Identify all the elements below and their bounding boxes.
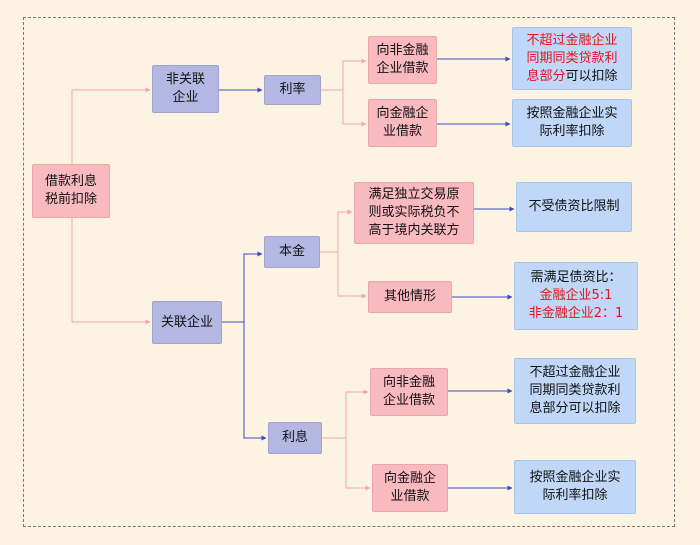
root-node: 借款利息 税前扣除: [32, 164, 110, 218]
nr-fin-result-line1: 按照金融企业实: [526, 106, 618, 121]
other-result-line2: 金融企业5:1: [539, 288, 613, 303]
int-fin-result-line2: 际利率扣除: [542, 488, 608, 503]
diagram-frame: [23, 17, 675, 527]
int-nonfin-result-line1: 不超过金融企业: [529, 365, 621, 380]
interest-node: 利息: [268, 422, 322, 454]
interest-financial-node: 向金融企 业借款: [372, 464, 448, 512]
nonrelated-node: 非关联 企业: [152, 65, 219, 113]
nonrelated-line2: 企业: [172, 90, 199, 105]
nr-nonfin-result-line1: 不超过金融企业: [526, 32, 618, 48]
arm-line3: 高于境内关联方: [368, 223, 460, 238]
nonrelated-line1: 非关联: [165, 72, 205, 87]
edge-root-related: [71, 218, 151, 325]
nr-fin-line1: 向金融企: [376, 106, 429, 121]
arm-line2: 则或实际税负不: [368, 205, 460, 220]
edge-root-nonrelated: [71, 87, 151, 164]
other-result-line1: 需满足债资比：: [530, 270, 622, 285]
arm-length-node: 满足独立交易原 则或实际税负不 高于境内关联方: [354, 182, 474, 244]
interest-nonfinancial-result: 不超过金融企业 同期同类贷款利 息部分可以扣除: [514, 358, 636, 424]
nr-nonfin-result-line3-red: 息部分: [526, 68, 566, 84]
int-nonfin-line2: 企业借款: [382, 393, 435, 408]
nr-nonfin-result-line3-normal: 可以扣除: [565, 68, 618, 84]
int-nonfin-result-line2: 同期同类贷款利: [529, 383, 621, 398]
principal-label: 本金: [278, 244, 305, 259]
nr-nonfin-result-line3: 息部分可以扣除: [526, 68, 617, 86]
int-nonfin-line1: 向非金融: [382, 375, 435, 390]
related-label: 关联企业: [160, 314, 213, 330]
arm-length-result: 不受债资比限制: [516, 182, 632, 232]
arm-line1: 满足独立交易原: [368, 187, 460, 202]
other-cases-node: 其他情形: [368, 281, 452, 313]
edge-interest-fin: [345, 438, 371, 491]
edge-related-principal: [243, 251, 263, 322]
int-fin-result-line1: 按照金融企业实: [529, 470, 621, 485]
interest-financial-result: 按照金融企业实 际利率扣除: [514, 460, 636, 514]
nonrelated-financial-result: 按照金融企业实 际利率扣除: [512, 99, 632, 147]
nonrelated-nonfinancial-result: 不超过金融企业 同期同类贷款利 息部分可以扣除: [512, 27, 632, 90]
rate-label: 利率: [279, 82, 306, 97]
nr-fin-result-line2: 际利率扣除: [539, 124, 605, 139]
nr-nonfin-line2: 企业借款: [376, 61, 429, 76]
nr-fin-line2: 业借款: [382, 124, 422, 139]
related-node: 关联企业: [152, 301, 222, 344]
rate-node: 利率: [264, 75, 321, 105]
int-nonfin-result-line3: 息部分可以扣除: [529, 401, 621, 416]
interest-nonfinancial-node: 向非金融 企业借款: [370, 368, 448, 416]
edge-rate-nonfin: [321, 58, 367, 91]
edge-rate-fin: [342, 90, 367, 127]
edge-principal-arm: [320, 209, 353, 253]
edge-interest-nonfin: [322, 389, 369, 439]
other-cases-result: 需满足债资比： 金融企业5:1 非金融企业2：1: [514, 262, 638, 330]
nonrelated-nonfinancial-node: 向非金融 企业借款: [368, 36, 437, 84]
principal-node: 本金: [264, 236, 320, 268]
int-fin-line1: 向金融企: [383, 471, 436, 486]
other-label: 其他情形: [383, 289, 436, 304]
nr-nonfin-line1: 向非金融: [376, 43, 429, 58]
arm-result-text: 不受债资比限制: [528, 199, 620, 214]
other-result-line3: 非金融企业2：1: [528, 306, 624, 321]
int-fin-line2: 业借款: [390, 489, 430, 504]
edge-principal-other: [337, 252, 367, 299]
nonrelated-financial-node: 向金融企 业借款: [368, 99, 437, 147]
interest-label: 利息: [281, 430, 308, 445]
root-line1: 借款利息: [44, 174, 97, 189]
nr-nonfin-result-line2: 同期同类贷款利: [526, 50, 618, 66]
edge-related-interest: [243, 322, 267, 441]
root-line2: 税前扣除: [44, 192, 97, 207]
